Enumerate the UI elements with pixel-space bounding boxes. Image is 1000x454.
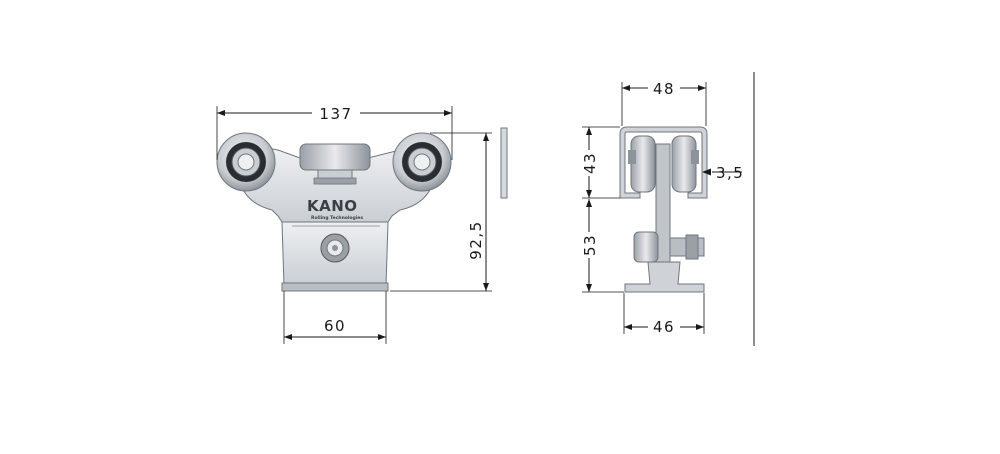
dim-label-137: 137 (319, 105, 352, 123)
dim-label-92-5: 92,5 (467, 220, 485, 259)
dim-base-width-side: 46 (623, 293, 705, 336)
side-axle-cap-left (628, 150, 636, 164)
side-lower-roller (633, 231, 659, 263)
dim-side-width-top: 48 (621, 80, 707, 126)
dim-label-60: 60 (324, 317, 346, 335)
side-plate-sliver (500, 127, 508, 199)
front-view: KANO Rolling Technologies (216, 132, 452, 292)
side-track-profile (619, 126, 708, 199)
dim-height-total: 92,5 (390, 132, 492, 292)
front-left-wheel (216, 132, 276, 192)
dim-label-53: 53 (581, 234, 599, 256)
front-base-foot (281, 282, 389, 292)
dim-label-48: 48 (653, 80, 675, 98)
front-nut (320, 233, 350, 263)
dim-label-46: 46 (653, 318, 675, 336)
dim-lip-thickness: 3,5 (702, 164, 744, 182)
side-nut (685, 234, 699, 260)
brand-logo: KANO (307, 197, 358, 215)
dim-profile-height: 43 (581, 126, 620, 199)
dim-label-3-5: 3,5 (716, 164, 744, 182)
front-guide-roller (299, 143, 371, 185)
side-base-bracket (624, 261, 705, 293)
brand-tagline: Rolling Technologies (311, 215, 363, 221)
dim-label-43: 43 (581, 152, 599, 174)
side-view (619, 126, 708, 293)
front-right-wheel (392, 132, 452, 192)
dim-base-width: 60 (283, 291, 387, 344)
dim-lower-height: 53 (581, 199, 624, 293)
side-axle-cap-right (691, 150, 699, 164)
dim-width-total: 137 (216, 104, 453, 160)
